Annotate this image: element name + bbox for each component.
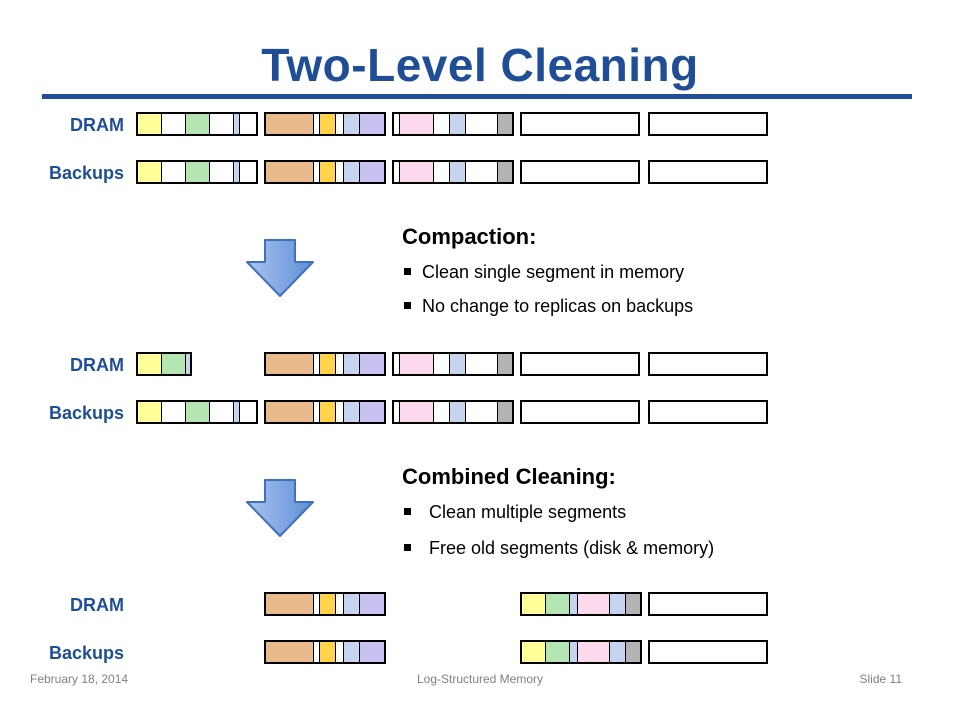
bullet-square-icon xyxy=(404,268,411,275)
segment xyxy=(264,160,386,184)
segment xyxy=(520,352,640,376)
compaction-heading: Compaction: xyxy=(402,224,537,249)
combined-bullet: Free old segments (disk & memory) xyxy=(404,538,714,559)
row-label-backups-1: Backups xyxy=(48,163,124,183)
segment xyxy=(648,352,768,376)
segment xyxy=(264,352,386,376)
segment xyxy=(136,352,192,376)
segment xyxy=(648,592,768,616)
down-arrow-icon xyxy=(246,479,314,537)
compaction-bullet-text: No change to replicas on backups xyxy=(422,296,694,316)
bullet-square-icon xyxy=(404,302,411,309)
segment xyxy=(648,640,768,664)
segment xyxy=(264,640,386,664)
segment xyxy=(136,160,258,184)
combined-bullet-text: Clean multiple segments xyxy=(429,502,627,522)
segment xyxy=(520,592,642,616)
row-label-backups-2: Backups xyxy=(48,403,124,423)
down-arrow-icon xyxy=(246,239,314,297)
bullet-square-icon xyxy=(404,508,411,515)
compaction-bullet-text: Clean single segment in memory xyxy=(422,262,685,282)
segment xyxy=(520,400,640,424)
segment xyxy=(264,592,386,616)
slide-title: Two-Level Cleaning xyxy=(261,39,699,91)
bullet-square-icon xyxy=(404,544,411,551)
segment xyxy=(392,352,514,376)
row-label-dram-3: DRAM xyxy=(70,595,124,615)
footer-slide-number: Slide 11 xyxy=(859,672,902,686)
segment xyxy=(264,112,386,136)
row-label-dram-1: DRAM xyxy=(70,115,124,135)
title-underline xyxy=(42,94,912,99)
segment xyxy=(264,400,386,424)
row-label-backups-3: Backups xyxy=(48,643,124,663)
segment xyxy=(520,640,642,664)
segment xyxy=(392,400,514,424)
segment xyxy=(392,112,514,136)
footer-title: Log-Structured Memory xyxy=(416,672,544,686)
segment xyxy=(520,112,640,136)
segment xyxy=(648,400,768,424)
segment xyxy=(136,400,258,424)
combined-heading: Combined Cleaning: xyxy=(402,464,616,489)
segment xyxy=(648,112,768,136)
row-label-dram-2: DRAM xyxy=(70,355,124,375)
segment xyxy=(648,160,768,184)
combined-bullet-text: Free old segments (disk & memory) xyxy=(429,538,715,558)
segment xyxy=(520,160,640,184)
combined-bullet: Clean multiple segments xyxy=(404,502,626,523)
compaction-bullet: No change to replicas on backups xyxy=(404,296,693,317)
compaction-bullet: Clean single segment in memory xyxy=(404,262,684,283)
segment xyxy=(392,160,514,184)
footer-date: February 18, 2014 xyxy=(30,672,129,686)
segment xyxy=(136,112,258,136)
